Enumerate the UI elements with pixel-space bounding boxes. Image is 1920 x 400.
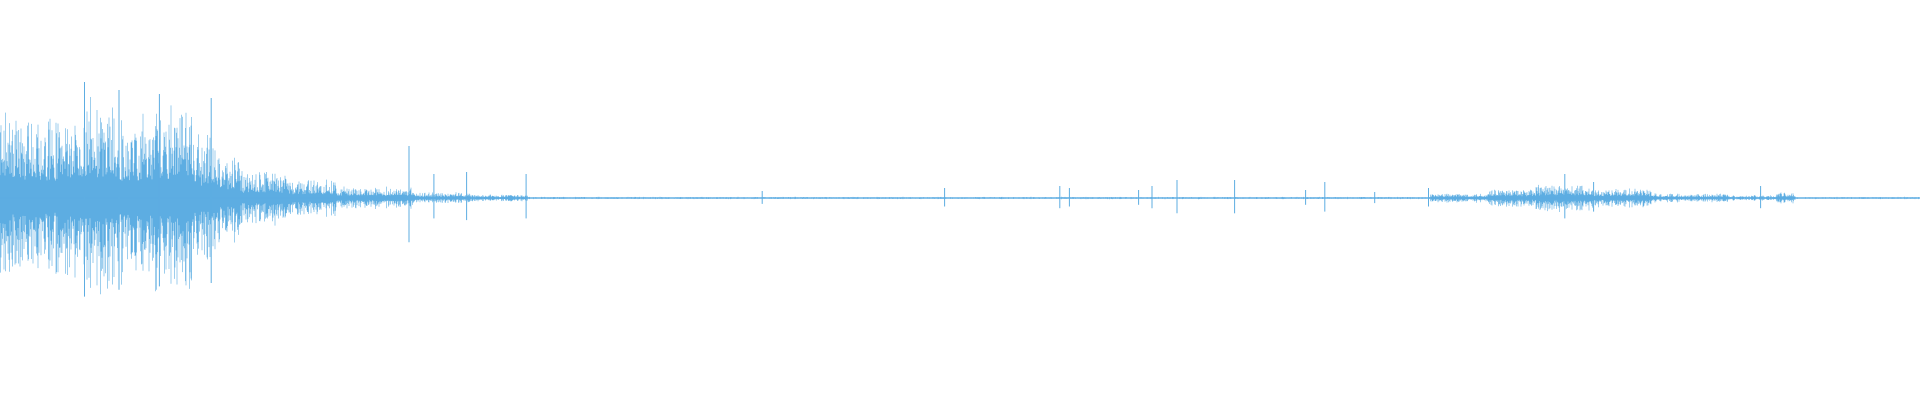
waveform-body [0,97,1920,295]
